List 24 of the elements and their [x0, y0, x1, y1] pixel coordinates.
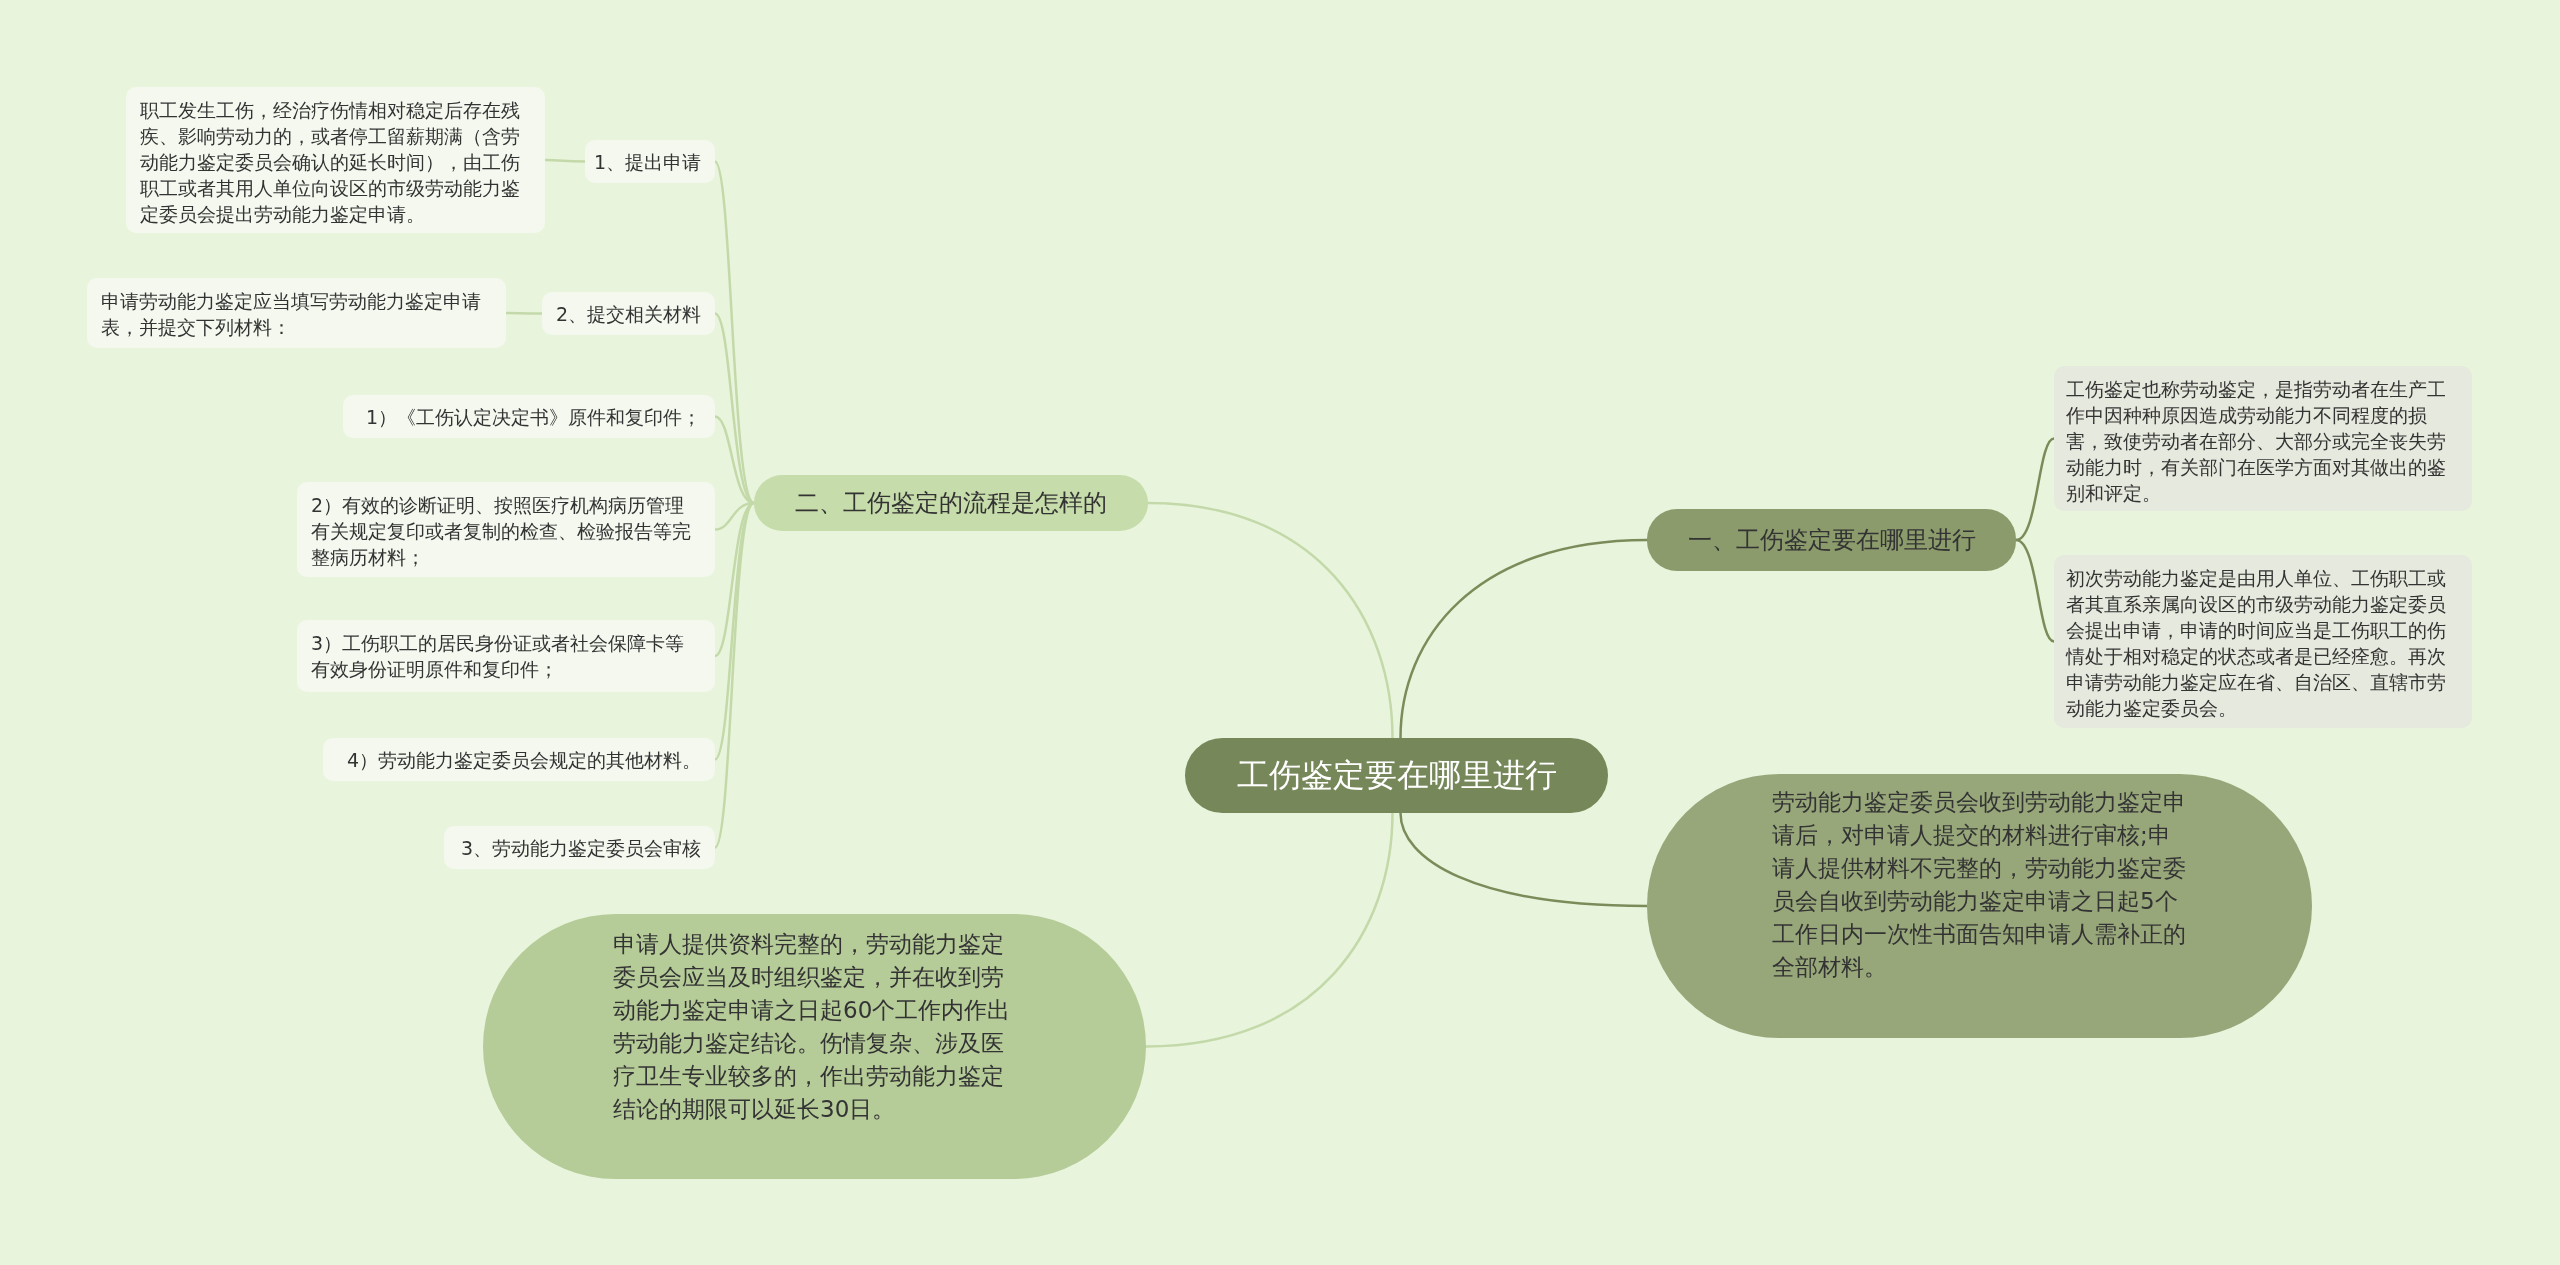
branch-topic: 二、工伤鉴定的流程是怎样的 — [754, 475, 1148, 531]
connector-line — [1145, 812, 1394, 1048]
connector-line — [2015, 437, 2055, 542]
note-box: 工伤鉴定也称劳动鉴定，是指劳动者在生产工作中因种种原因造成劳动能力不同程度的损害，致使劳动者在部分、大部分或完全丧失劳动能力时，有关部门在医学方面对其做出的鉴别和评定。 — [2054, 366, 2472, 511]
connector-line — [506, 311, 542, 315]
subtopic-box: 4）劳动能力鉴定委员会规定的其他材料。 — [323, 738, 715, 781]
central-topic: 工伤鉴定要在哪里进行 — [1185, 738, 1608, 813]
connector-line — [713, 160, 755, 504]
connector-line — [545, 158, 585, 163]
note-box: 职工发生工伤，经治疗伤情相对稳定后存在残疾、影响劳动力的，或者停工留薪期满（含劳动能力鉴定委员会确认的延长时间），由工伤职工或者其用人单位向设区的市级劳动能力鉴定委员会提出劳动能力鉴定申请。 — [126, 87, 545, 233]
subtopic-box: 1）《工伤认定决定书》原件和复印件； — [343, 395, 715, 438]
connector-line — [1399, 538, 1648, 739]
note-box: 初次劳动能力鉴定是由用人单位、工伤职工或者其直系亲属向设区的市级劳动能力鉴定委员会提出申请，申请的时间应当是工伤职工的伤情处于相对稳定的状态或者是已经痊愈。再次申请劳动能力鉴定应在省、自治区、直辖市劳动能力鉴定委员会。 — [2054, 555, 2472, 728]
subtopic-box: 2）有效的诊断证明、按照医疗机构病历管理有关规定复印或者复制的检查、检验报告等完整病历材料； — [297, 482, 715, 577]
subtopic-box: 3、劳动能力鉴定委员会审核 — [444, 826, 715, 869]
connector-line — [1399, 812, 1648, 908]
note-box: 申请劳动能力鉴定应当填写劳动能力鉴定申请表，并提交下列材料： — [87, 278, 506, 348]
connector-line — [1147, 501, 1394, 739]
subtopic-box: 1、提出申请 — [585, 140, 715, 183]
subtopic-box: 2、提交相关材料 — [542, 292, 715, 335]
connector-line — [2015, 538, 2055, 643]
branch-topic: 一、工伤鉴定要在哪里进行 — [1647, 509, 2016, 571]
subtopic-box: 3）工伤职工的居民身份证或者社会保障卡等有效身份证明原件和复印件； — [297, 620, 715, 692]
connector-line — [713, 502, 755, 849]
